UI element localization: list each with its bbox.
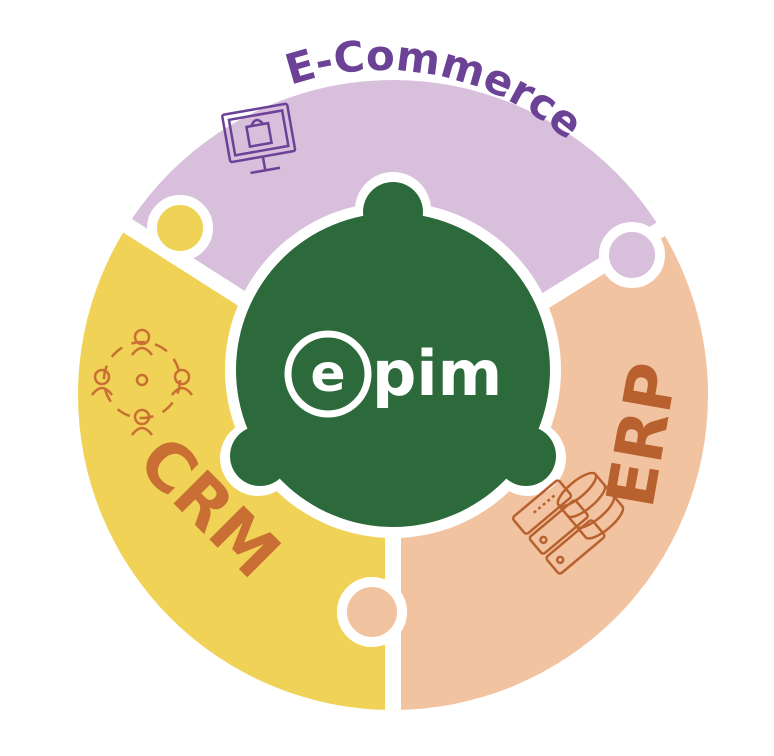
database-server-icon xyxy=(511,471,625,575)
puzzle-tabs xyxy=(147,195,665,647)
monitor-shopping-bag-icon xyxy=(221,102,297,175)
puzzle-tab-ecommerce xyxy=(599,222,665,288)
logo-e-ring xyxy=(284,330,372,418)
logo-text: pim xyxy=(372,337,502,410)
customer-network-icon xyxy=(90,328,194,436)
logo-e-letter: e xyxy=(310,344,345,404)
puzzle-tab-erp xyxy=(337,577,407,647)
center-hub xyxy=(220,172,566,538)
epim-logo: e pim xyxy=(284,330,502,418)
puzzle-tab-crm xyxy=(147,195,213,261)
